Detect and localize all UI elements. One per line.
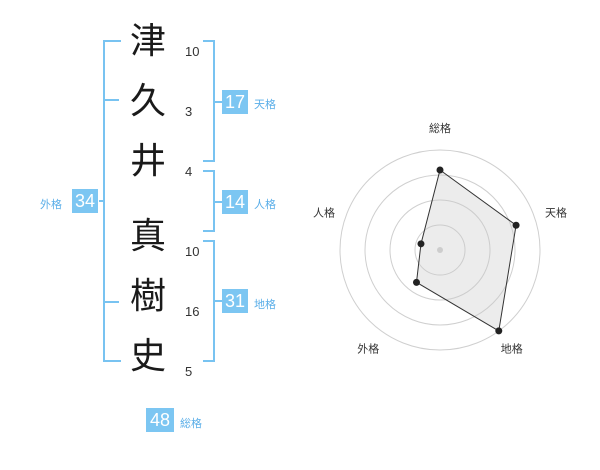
radar-center — [437, 247, 443, 253]
kanji-2: 久 — [129, 81, 166, 122]
jinkaku-label: 人格 — [254, 198, 276, 211]
gaikaku-bracket-inner — [103, 99, 119, 303]
stroke-count-3: 4 — [185, 164, 193, 179]
radar-point-2 — [495, 327, 503, 335]
stroke-count-2: 3 — [185, 104, 193, 119]
radar-ring-4 — [339, 149, 541, 351]
kanji-3: 井 — [129, 141, 166, 182]
soukaku-badge: 48 — [146, 408, 174, 432]
kanji-5: 樹 — [129, 276, 166, 317]
tenkaku-label: 天格 — [254, 98, 276, 111]
radar-polygon — [415, 169, 517, 332]
radar-ring-2 — [389, 199, 491, 301]
radar-point-3 — [412, 278, 420, 286]
kanji-6: 史 — [129, 336, 166, 377]
radar-axis-label-3: 外格 — [357, 342, 379, 356]
radar-axis-label-2: 地格 — [501, 342, 523, 356]
chikaku-badge: 31 — [222, 289, 248, 313]
soukaku-label: 総格 — [180, 417, 202, 430]
tenkaku-badge: 17 — [222, 90, 248, 114]
jinkaku-badge: 14 — [222, 190, 248, 214]
radar-point-0 — [436, 166, 444, 174]
kanji-4: 真 — [129, 216, 166, 257]
stroke-count-6: 5 — [185, 364, 193, 379]
chikaku-stem — [214, 300, 222, 302]
gaikaku-badge: 34 — [72, 189, 98, 213]
chikaku-label: 地格 — [254, 298, 276, 311]
gaikaku-label: 外格 — [40, 198, 62, 211]
radar-axis-label-4: 人格 — [313, 205, 335, 219]
tenkaku-stem — [214, 101, 222, 103]
radar-axis-label-1: 天格 — [545, 205, 567, 219]
kanji-1: 津 — [129, 21, 166, 62]
stroke-count-4: 10 — [185, 244, 200, 259]
radar-axis-label-0: 総格 — [429, 121, 451, 135]
radar-point-4 — [417, 240, 425, 248]
radar-point-1 — [512, 221, 520, 229]
stroke-count-1: 10 — [185, 44, 200, 59]
radar-ring-1 — [414, 224, 466, 276]
stroke-count-5: 16 — [185, 304, 200, 319]
gaikaku-bracket — [103, 40, 121, 362]
jinkaku-stem — [214, 201, 222, 203]
radar-ring-3 — [364, 174, 516, 326]
gaikaku-stem — [99, 200, 104, 202]
